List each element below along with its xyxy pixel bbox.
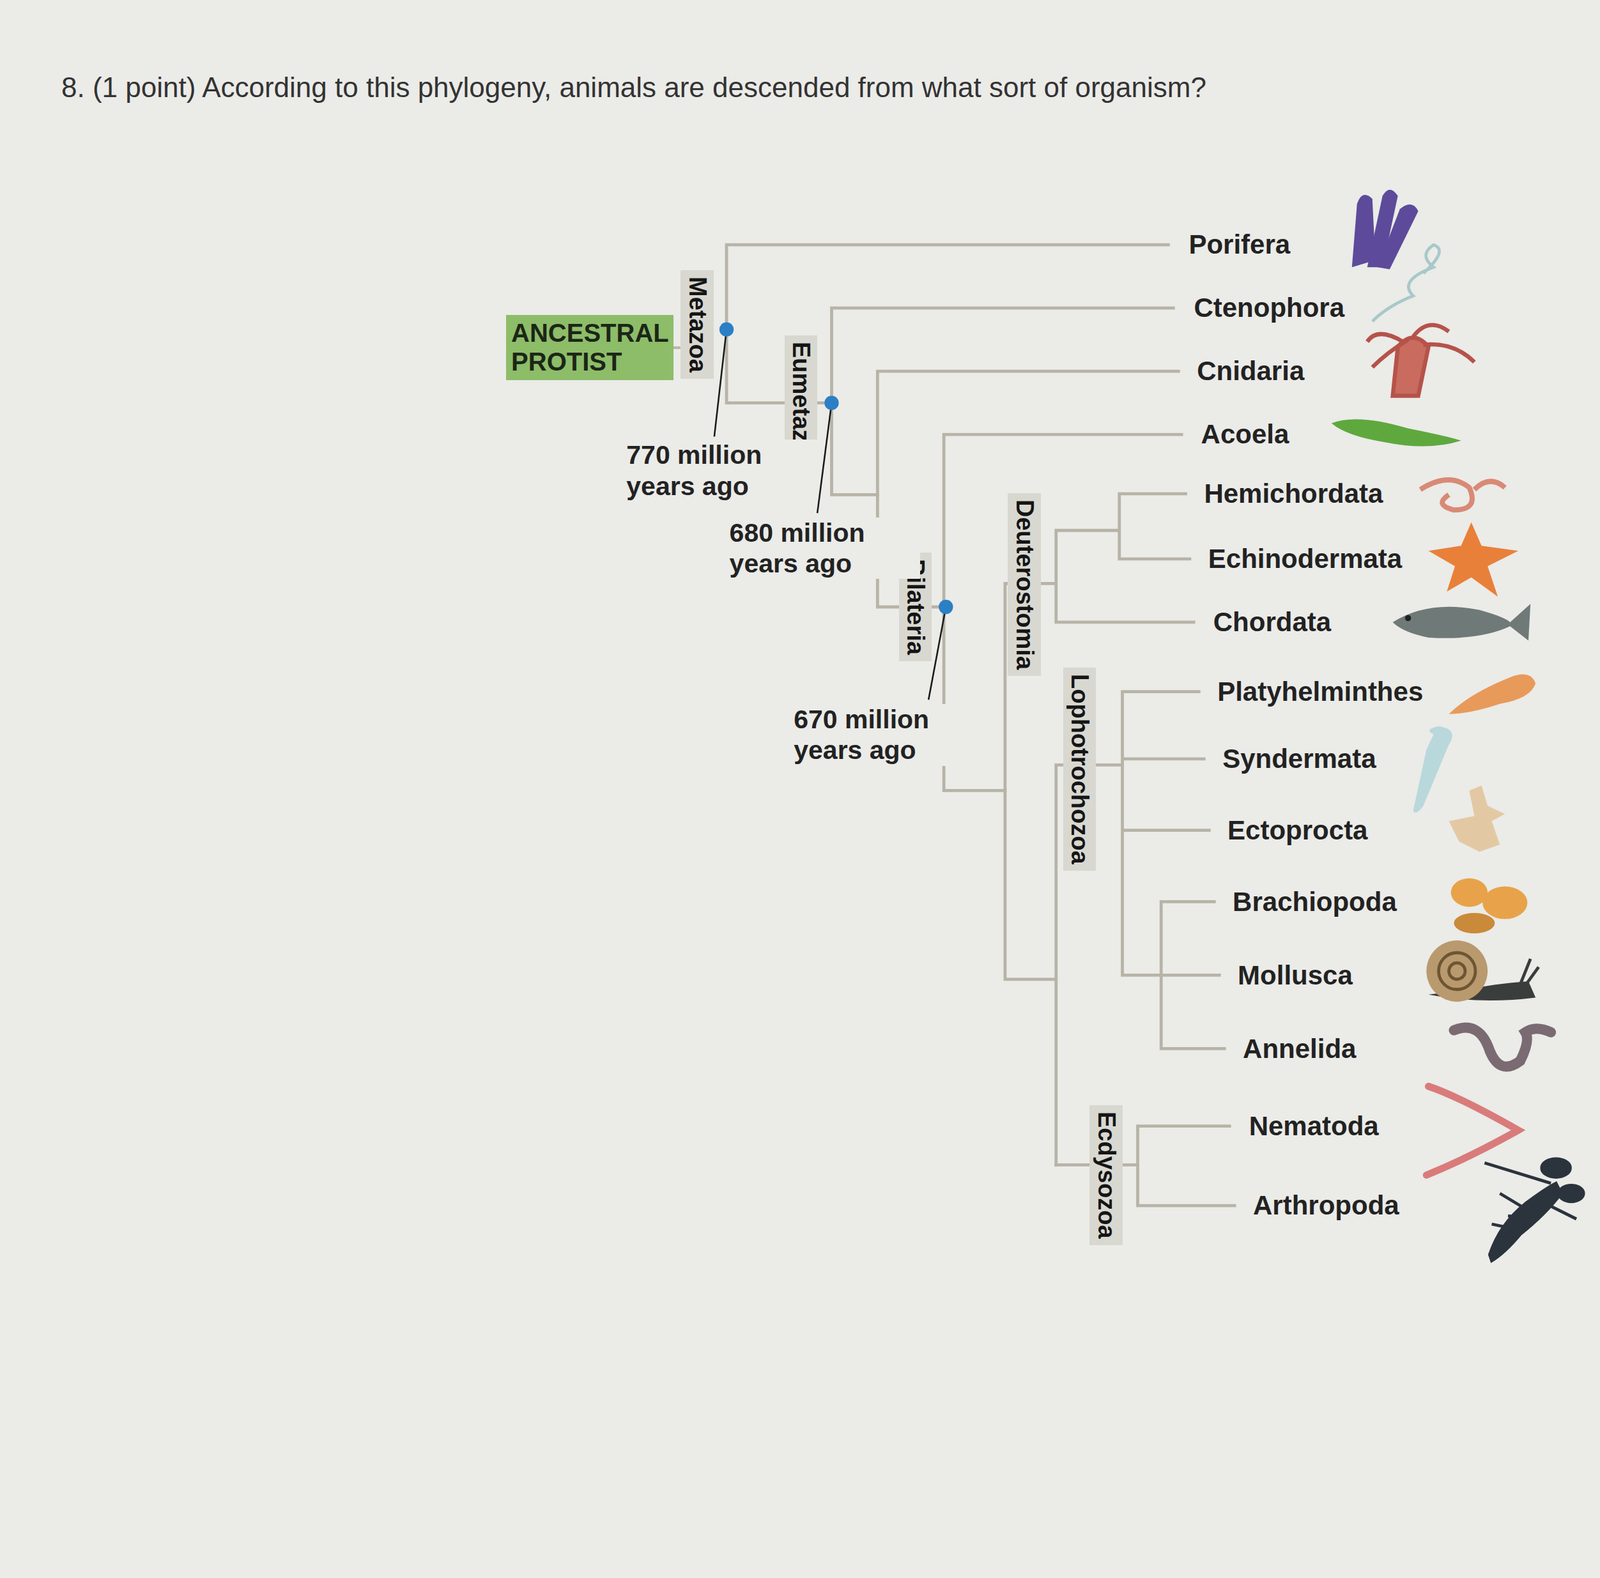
- time-text: 770 million years ago: [626, 439, 815, 502]
- taxon-label: Porifera: [1188, 229, 1291, 261]
- snail-figure: [1426, 940, 1539, 1002]
- time-label: 770 million years ago: [624, 439, 817, 502]
- time-text: 670 million years ago: [793, 704, 983, 767]
- lobster-figure: [1484, 1159, 1584, 1262]
- taxon-label: Cnidaria: [1196, 355, 1305, 387]
- taxon-label: Arthropoda: [1253, 1190, 1400, 1222]
- clade-band: Lophotrochozoa: [1063, 667, 1097, 871]
- ctenophore-figure: [1372, 244, 1440, 322]
- taxon-name: Annelida: [1242, 1033, 1356, 1064]
- taxon-name: Platyhelminthes: [1217, 676, 1424, 707]
- taxon-label: Echinodermata: [1208, 543, 1402, 575]
- node-text: Ecdysozoa: [1093, 1111, 1121, 1239]
- acoel-figure: [1331, 419, 1462, 447]
- sea-star-figure: [1428, 522, 1519, 597]
- ancestor-box: ANCESTRAL PROTIST: [506, 315, 674, 381]
- nematode-figure: [1426, 1086, 1519, 1176]
- taxon-label: Nematoda: [1249, 1111, 1379, 1142]
- taxon-name: Ctenophora: [1193, 292, 1345, 323]
- node-text: Metazoa: [684, 276, 712, 373]
- clade-band: Ecdysozoa: [1089, 1105, 1123, 1246]
- leader-lines: [714, 329, 946, 701]
- taxon-name: Porifera: [1188, 229, 1291, 260]
- taxon-name: Hemichordata: [1203, 478, 1383, 509]
- taxon-label: Annelida: [1242, 1033, 1356, 1065]
- taxon-label: Hemichordata: [1203, 478, 1383, 510]
- time-label: 670 million years ago: [791, 704, 985, 767]
- question-title: 8. (1 point) According to this phylogeny…: [61, 71, 1207, 104]
- rotifer-figure: [1413, 726, 1453, 813]
- taxon-label: Brachiopoda: [1232, 886, 1397, 918]
- taxon-label: Ectoprocta: [1227, 815, 1368, 847]
- connector-line: [673, 346, 681, 349]
- clade-band: Metazoa: [680, 270, 714, 379]
- taxon-name: Cnidaria: [1196, 355, 1305, 386]
- taxon-name: Brachiopoda: [1232, 886, 1397, 917]
- sponge-figure: [1352, 189, 1419, 270]
- taxon-name: Acoela: [1201, 419, 1290, 450]
- animal-illustrations: [1331, 189, 1584, 1261]
- fish-figure: [1392, 603, 1531, 641]
- taxon-label: Chordata: [1213, 607, 1331, 638]
- time-label: 680 million years ago: [727, 517, 921, 580]
- taxon-name: Syndermata: [1222, 743, 1376, 774]
- taxon-label: Mollusca: [1237, 960, 1353, 992]
- brachiopod-figure: [1451, 878, 1528, 934]
- taxon-name: Chordata: [1213, 607, 1331, 638]
- tree-branches: [726, 244, 1235, 1206]
- clade-band: Deuterostomia: [1007, 493, 1041, 677]
- title-text: 8. (1 point) According to this phylogeny…: [61, 71, 1207, 103]
- earthworm-figure: [1453, 1028, 1551, 1068]
- taxon-name: Echinodermata: [1208, 543, 1402, 574]
- bryozoan-figure: [1448, 785, 1505, 852]
- taxon-label: Ctenophora: [1193, 292, 1345, 324]
- flatworm-figure: [1448, 674, 1536, 715]
- acorn-worm-figure: [1420, 479, 1506, 510]
- taxon-name: Nematoda: [1249, 1111, 1379, 1142]
- node-text: Lophotrochozoa: [1066, 674, 1094, 865]
- time-text: 680 million years ago: [729, 517, 919, 580]
- taxon-label: Platyhelminthes: [1217, 676, 1424, 708]
- taxon-name: Ectoprocta: [1227, 815, 1368, 846]
- node-text: ANCESTRAL PROTIST: [511, 318, 669, 377]
- taxon-label: Acoela: [1201, 419, 1290, 450]
- taxon-name: Arthropoda: [1253, 1190, 1400, 1221]
- node-text: Deuterostomia: [1011, 499, 1039, 670]
- taxon-name: Mollusca: [1237, 960, 1353, 991]
- cnidarian-figure: [1367, 325, 1475, 397]
- taxon-label: Syndermata: [1222, 743, 1376, 775]
